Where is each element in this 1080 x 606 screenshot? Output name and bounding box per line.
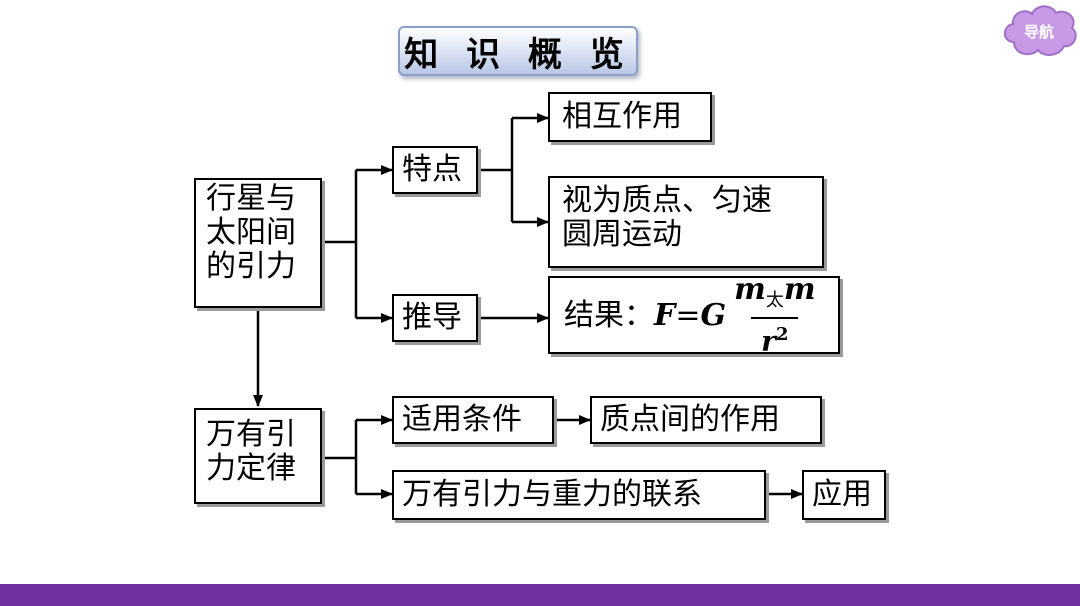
- node-gravitation: 行星与 太阳间 的引力: [194, 178, 322, 308]
- node-result: 结果： F = G m太m r2: [548, 274, 840, 357]
- nav-label: 导航: [1023, 22, 1054, 41]
- formula-F: F: [654, 298, 676, 333]
- node-features: 特点: [392, 146, 478, 194]
- formula-equals: =: [675, 298, 701, 333]
- node-point-mass: 质点间的作用: [590, 396, 822, 444]
- page-title: 知 识 概 览: [398, 26, 638, 76]
- node-uniform: 视为质点、匀速 圆周运动: [548, 176, 824, 268]
- gravitation-formula: 结果： F = G m太m r2: [564, 274, 820, 357]
- formula-G: G: [700, 298, 727, 333]
- node-derive: 推导: [392, 294, 478, 342]
- node-conditions: 适用条件: [392, 396, 554, 444]
- result-label: 结果：: [564, 298, 654, 333]
- node-application: 应用: [802, 470, 886, 520]
- node-relation: 万有引力与重力的联系: [392, 470, 766, 520]
- formula-fraction: m太m r2: [730, 274, 820, 357]
- nav-button[interactable]: 导航: [1000, 2, 1078, 60]
- formula-denominator: r2: [751, 317, 799, 357]
- cloud-icon: [1003, 5, 1077, 56]
- bottom-bar: [0, 584, 1080, 606]
- node-mutual: 相互作用: [548, 92, 712, 142]
- node-law: 万有引 力定律: [194, 408, 322, 504]
- formula-numerator: m太m: [734, 272, 816, 312]
